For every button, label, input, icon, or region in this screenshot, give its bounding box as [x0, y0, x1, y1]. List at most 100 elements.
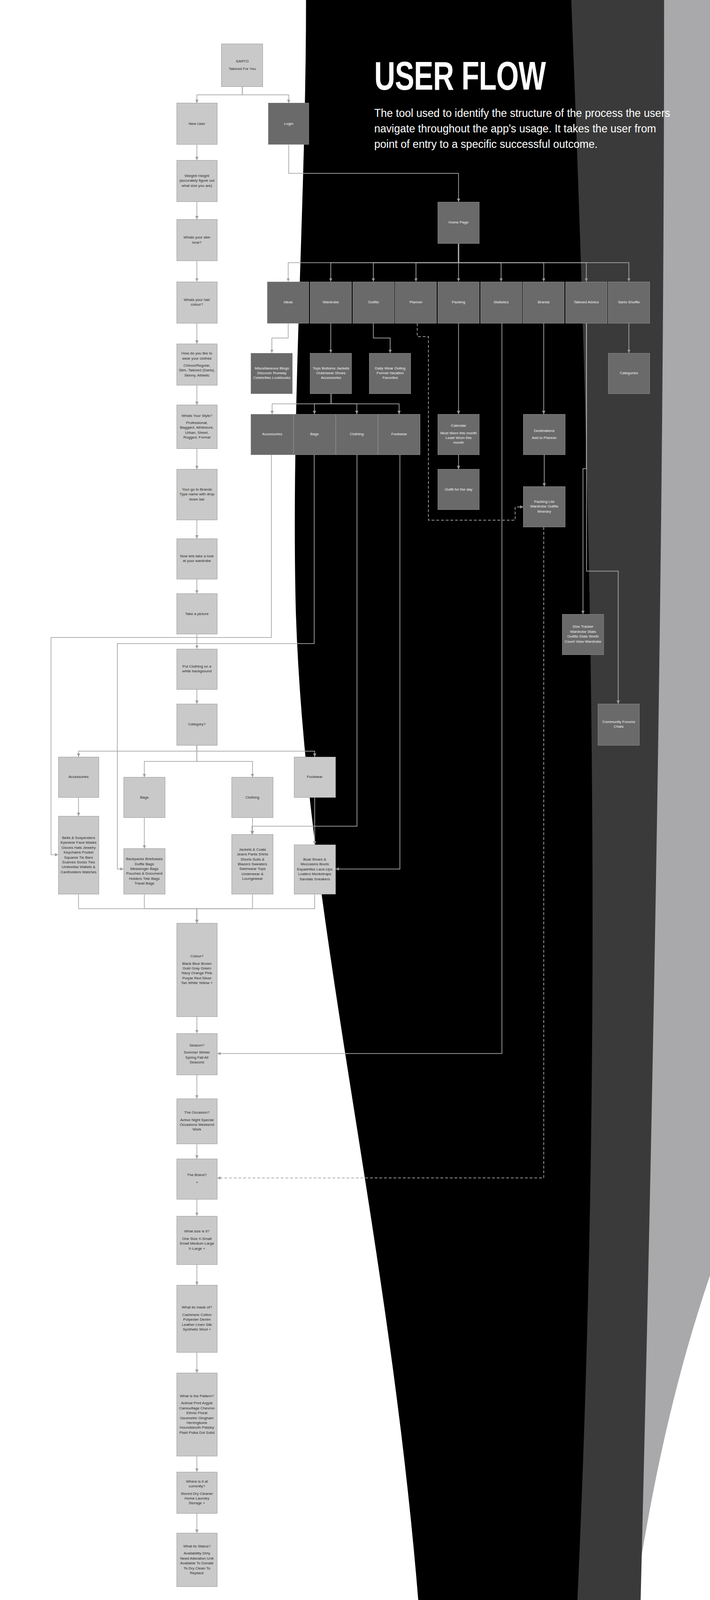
action-box: Footwear — [378, 414, 421, 456]
node-label: Calendar — [450, 423, 466, 429]
node-label: Statistics — [493, 300, 509, 305]
node-list: Add to Planner — [532, 435, 557, 441]
connector — [373, 243, 459, 282]
action-box: Sarto Shuffle — [608, 281, 650, 324]
node-label: Colour? — [190, 954, 204, 959]
node-label: Miscellaneous Blogs Discover Runway Cele… — [253, 366, 291, 381]
page-caption: The tool used to identify the structure … — [374, 105, 675, 153]
connector — [373, 323, 391, 354]
connector — [331, 393, 400, 415]
action-box: CalendarMost Worn this month Least Worn … — [437, 414, 480, 456]
black-wave — [294, 0, 593, 1600]
node-list: Tailored For You — [228, 66, 256, 72]
connector — [628, 323, 630, 354]
action-box: Home Page — [437, 201, 480, 244]
node-list: Summer Winter Spring Fall All Seasons — [178, 1050, 216, 1065]
process-box: Where is it at currently?Stored Dry Clea… — [176, 1472, 218, 1514]
action-box: Clothing — [335, 414, 379, 456]
node-label: Home Page — [448, 220, 469, 225]
node-list: Most Worn this month Least Worn this mon… — [439, 431, 478, 446]
connector — [543, 323, 545, 415]
action-box: Outfits — [352, 281, 395, 324]
connector — [144, 745, 197, 778]
connector — [144, 818, 146, 849]
node-list: Availability Dirty Need Alteration Unit … — [178, 1551, 216, 1576]
connector — [196, 1265, 198, 1286]
process-box: Footwear — [293, 756, 336, 798]
node-label: Wardrobe — [322, 300, 340, 305]
process-box: Put Clothing on a white background — [176, 648, 218, 690]
node-list: Professional, Baggard, Athleisure, Urban… — [178, 420, 216, 441]
node-label: What its made of? — [181, 1305, 212, 1311]
node-label: What its Status? — [183, 1544, 211, 1550]
connector — [196, 1199, 198, 1217]
process-box: Your go to Brands Type name with drop do… — [176, 469, 218, 521]
node-label: Whats your skin tone? — [178, 235, 216, 246]
action-box: Accessories — [250, 414, 294, 456]
node-label: Tailored Advice — [573, 300, 600, 305]
connector — [458, 455, 460, 470]
node-label: Login — [284, 121, 294, 127]
action-box: Miscellaneous Blogs Discover Runway Cele… — [250, 353, 293, 394]
action-box: Packing List Wardrobe Outfits Itinerary — [523, 486, 565, 528]
process-box: Take a picture — [176, 593, 218, 635]
process-box: Whats Your Style?Professional, Baggard, … — [176, 404, 218, 449]
node-list: Cashmere Cotton Polyester Denim Leather … — [178, 1312, 216, 1333]
node-label: What size is it? — [184, 1229, 210, 1235]
connector — [288, 145, 459, 203]
process-box: The Occasion?Active Night Special Occasi… — [176, 1098, 218, 1145]
connector — [196, 261, 198, 282]
process-box: Clothing — [231, 777, 274, 819]
node-list: Black Blue Brown Gold Gray Green Navy Or… — [178, 961, 216, 987]
connector — [78, 894, 197, 924]
node-label: Category? — [188, 722, 206, 727]
node-label: Bags — [139, 795, 149, 801]
action-box: Ideas — [267, 281, 309, 324]
node-label: How do you like to wear your clothes — [178, 351, 216, 362]
connector — [196, 1352, 198, 1374]
connector — [196, 1075, 198, 1099]
action-box: Size Tracker Wardrobe Stats Outfits Stat… — [562, 614, 604, 656]
connector — [330, 323, 332, 354]
node-label: SARTO — [235, 59, 249, 64]
node-label: New User — [188, 121, 206, 127]
process-box: The Brand?+ — [176, 1158, 218, 1200]
page-title: USER FLOW — [374, 52, 546, 100]
process-box: Colour? Black Blue Brown Gold Gray Green … — [176, 923, 218, 1018]
node-list: One Size X-Small Small Medium Large X-La… — [178, 1236, 216, 1252]
node-list: + — [195, 1180, 199, 1186]
node-label: Outfits — [368, 300, 379, 305]
connector — [330, 243, 459, 282]
connector — [196, 385, 198, 405]
action-box: Tops Bottoms Jackets Outerwear Shoes Acc… — [309, 353, 352, 394]
connector — [196, 1513, 198, 1534]
connector — [242, 86, 289, 104]
action-box: Categories — [608, 353, 650, 394]
node-label: What is the Pattern? — [179, 1394, 214, 1399]
node-label: Brands — [537, 300, 550, 305]
action-box: Tailored Advice — [565, 281, 608, 324]
node-label: Outfit for the day — [444, 487, 473, 493]
node-label: Community Forums Chats — [600, 719, 638, 730]
process-box: Boat Shoes & Moccasins Boots Espadrilles… — [293, 844, 336, 895]
connector — [314, 393, 332, 415]
connector — [417, 323, 524, 521]
action-box: Bags — [293, 414, 336, 456]
action-box: Community Forums Chats — [597, 703, 640, 746]
connector — [196, 201, 198, 220]
action-box: Outfit for the day — [437, 469, 480, 510]
connector — [196, 689, 198, 705]
connector — [196, 894, 315, 924]
connector — [335, 455, 401, 870]
connector — [196, 520, 198, 539]
node-list: Chinos/Regular, Slim, Tailored (Darts), … — [178, 363, 216, 379]
node-label: Packing — [451, 300, 465, 305]
node-label: Daily Wear Outing Formal Vacation Favori… — [371, 366, 409, 381]
node-label: Boat Shoes & Moccasins Boots Espadrilles… — [296, 857, 334, 882]
process-box: Belts & Suspenders Eyewear Face Masks Gl… — [58, 816, 100, 895]
connector — [543, 455, 545, 487]
node-label: Jackets & Coats Jeans Pants Shirts Short… — [233, 847, 271, 882]
connector — [217, 323, 502, 1055]
